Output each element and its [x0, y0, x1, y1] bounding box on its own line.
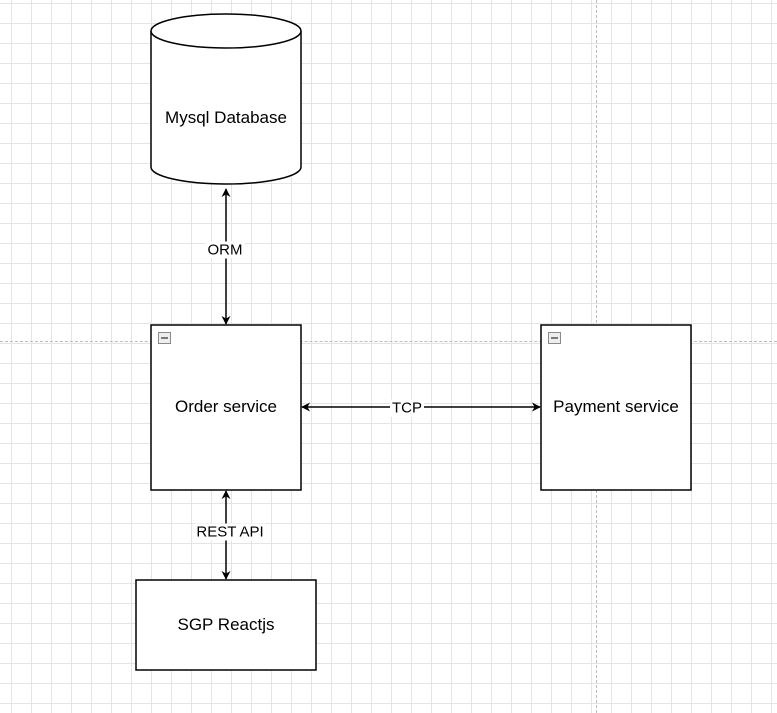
order-service-label: Order service: [174, 397, 278, 416]
edge-label-rest-api: REST API: [194, 523, 266, 541]
frontend-node[interactable]: [135, 579, 317, 671]
database-label: Mysql Database: [165, 108, 287, 127]
payment-service-label: Payment service: [553, 397, 679, 416]
payment-service-node[interactable]: [540, 324, 692, 491]
order-service-collapse-icon[interactable]: [158, 332, 171, 344]
payment-service-collapse-icon[interactable]: [548, 332, 561, 344]
frontend-label: SGP Reactjs: [177, 615, 275, 634]
order-service-node[interactable]: [150, 324, 302, 491]
page-break-horizontal: [0, 341, 777, 342]
database-node[interactable]: [150, 13, 302, 185]
edge-label-tcp: TCP: [390, 399, 424, 417]
edge-label-orm: ORM: [205, 241, 245, 259]
